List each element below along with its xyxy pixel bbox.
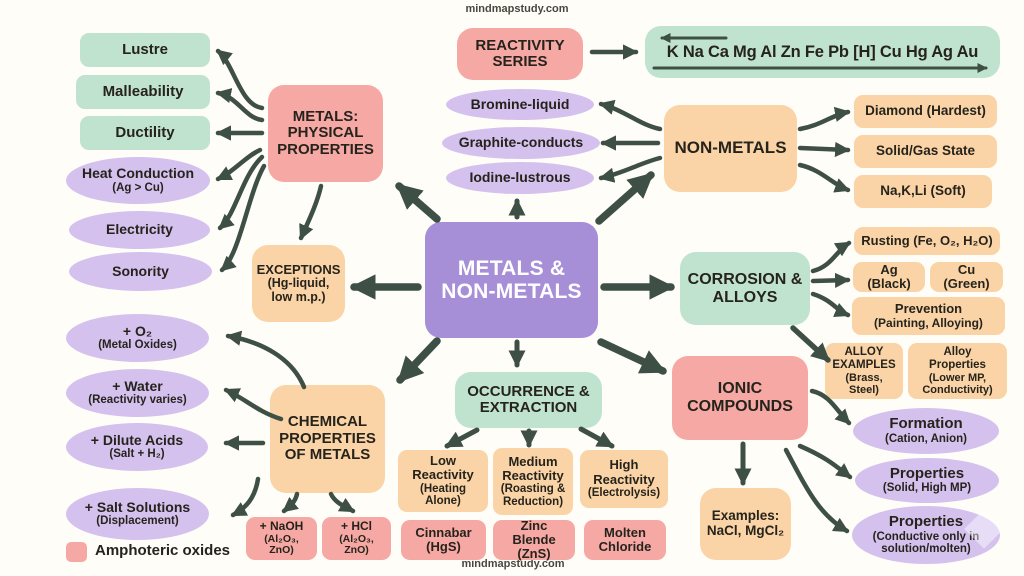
legend-label: Amphoteric oxides [95,542,231,559]
corrosion-ag-black: Ag (Black) [853,262,925,292]
nonmetal-item-iodine: Iodine-lustrous [446,162,594,194]
chemical-item-dilute-acids: + Dilute Acids (Salt + H₂) [66,423,208,471]
physical-item-lustre: Lustre [80,33,210,67]
chemical-item-salt-solutions: + Salt Solutions (Displacement) [66,488,209,540]
alloy-examples-node: ALLOY EXAMPLES (Brass, Steel) [825,343,903,399]
chemical-item-oxygen: + O₂ (Metal Oxides) [66,314,209,362]
watermark-bottom: mindmapstudy.com [461,558,565,570]
ionic-properties-conductive: Properties (Conductive only in solution/… [852,506,1000,564]
ionic-properties-solid: Properties (Solid, High MP) [855,458,999,503]
physical-item-sonority: Sonority [69,252,212,291]
ionic-formation: Formation (Cation, Anion) [853,408,999,454]
watermark-top: mindmapstudy.com [465,3,569,15]
reactivity-order-node: K Na Ca Mg Al Zn Fe Pb [H] Cu Hg Ag Au [645,26,1000,78]
ore-cinnabar: Cinnabar (HgS) [401,520,486,560]
physical-item-heat-conduction: Heat Conduction (Ag > Cu) [66,157,210,204]
alloy-properties-node: Alloy Properties (Lower MP, Conductivity… [908,343,1007,399]
ionic-examples-node: Examples: NaCl, MgCl₂ [700,488,791,560]
chemical-item-water: + Water (Reactivity varies) [66,369,209,417]
medium-reactivity-node: Medium Reactivity (Roasting & Reduction) [493,448,573,515]
nonmetal-prop-diamond: Diamond (Hardest) [854,95,997,128]
physical-item-malleability: Malleability [76,75,210,109]
exceptions-node: EXCEPTIONS (Hg-liquid, low m.p.) [252,245,345,322]
corrosion-prevention: Prevention (Painting, Alloying) [852,297,1005,335]
physical-item-electricity: Electricity [69,211,210,249]
reactivity-series-node: REACTIVITY SERIES [457,28,583,80]
chemical-properties-node: CHEMICAL PROPERTIES OF METALS [270,385,385,493]
corrosion-rusting: Rusting (Fe, O₂, H₂O) [854,227,1000,255]
ore-molten-chloride: Molten Chloride [584,520,666,560]
nonmetal-prop-soft: Na,K,Li (Soft) [854,175,992,208]
nonmetals-node: NON-METALS [664,105,797,192]
low-reactivity-node: Low Reactivity (Heating Alone) [398,450,488,512]
corrosion-alloys-node: CORROSION & ALLOYS [680,252,810,325]
ore-zinc-blende: Zinc Blende (ZnS) [493,518,575,561]
high-reactivity-node: High Reactivity (Electrolysis) [580,450,668,508]
nonmetal-item-bromine: Bromine-liquid [446,89,594,120]
nonmetal-item-graphite: Graphite-conducts [442,127,600,159]
physical-item-ductility: Ductility [80,116,210,150]
amphoteric-hcl: + HCl (Al₂O₃, ZnO) [322,517,391,560]
occurrence-extraction-node: OCCURRENCE & EXTRACTION [455,372,602,428]
ionic-compounds-node: IONIC COMPOUNDS [672,356,808,440]
legend-swatch [66,542,87,562]
metals-physical-properties-node: METALS: PHYSICAL PROPERTIES [268,85,383,182]
amphoteric-naoh: + NaOH (Al₂O₃, ZnO) [246,517,317,560]
central-topic-node: METALS & NON-METALS [425,222,598,338]
nonmetal-prop-state: Solid/Gas State [854,135,997,168]
reactivity-order-text: K Na Ca Mg Al Zn Fe Pb [H] Cu Hg Ag Au [666,42,979,61]
corrosion-cu-green: Cu (Green) [930,262,1003,292]
reactivity-series-label: REACTIVITY SERIES [475,36,565,70]
